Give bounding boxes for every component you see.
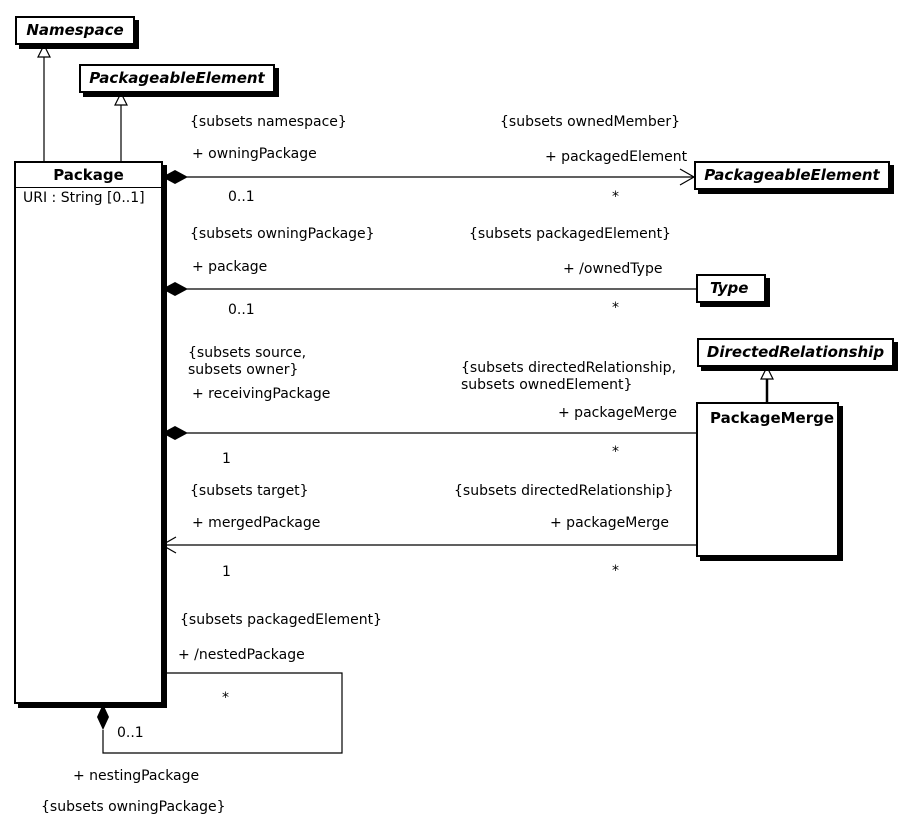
multiplicity-package: 0..1 <box>228 302 255 318</box>
constraint-subsets-target: {subsets target} <box>190 483 309 499</box>
constraint-subsets-owner: subsets owner} <box>188 362 299 378</box>
role-nested-package: + /nestedPackage <box>178 647 305 663</box>
class-package-name: Package <box>53 166 124 184</box>
class-type-name: Type <box>710 279 749 297</box>
constraint-subsets-directed-relationship-2: {subsets directedRelationship} <box>454 483 674 499</box>
generalization-arrowhead-packageable-element <box>114 91 128 106</box>
constraint-subsets-packaged-element-nested: {subsets packagedElement} <box>180 612 382 628</box>
composition-diamond-receiving-package <box>162 426 188 440</box>
constraint-subsets-owned-member: {subsets ownedMember} <box>500 114 680 130</box>
constraint-subsets-namespace: {subsets namespace} <box>190 114 347 130</box>
multiplicity-nesting-package: 0..1 <box>117 725 144 741</box>
constraint-subsets-owning-package-nesting: {subsets owningPackage} <box>41 799 226 815</box>
class-packageable-element-right-name: PackageableElement <box>704 166 880 184</box>
role-owned-type: + /ownedType <box>563 261 663 277</box>
multiplicity-packaged-element: * <box>612 189 619 205</box>
role-nesting-package: + nestingPackage <box>73 768 200 784</box>
role-packaged-element: + packagedElement <box>545 149 688 165</box>
multiplicity-owned-type: * <box>612 300 619 316</box>
composition-diamond-package <box>162 282 188 296</box>
constraint-subsets-owned-element: subsets ownedElement} <box>461 377 633 393</box>
class-package-attribute-uri: URI : String [0..1] <box>23 190 145 206</box>
role-package-merge-target: + packageMerge <box>550 515 669 531</box>
class-packageable-element-top-name: PackageableElement <box>89 69 265 87</box>
role-merged-package: + mergedPackage <box>192 515 321 531</box>
role-receiving-package: + receivingPackage <box>192 386 331 402</box>
class-directed-relationship: DirectedRelationship <box>697 338 894 367</box>
role-package: + package <box>192 259 268 275</box>
composition-diamond-owning-package <box>162 170 188 184</box>
constraint-subsets-directed-relationship: {subsets directedRelationship, <box>461 360 677 376</box>
class-package: Package URI : String [0..1] <box>14 161 163 704</box>
multiplicity-receiving-package: 1 <box>222 451 231 467</box>
class-namespace: Namespace <box>15 16 135 45</box>
composition-diamond-nesting-package <box>97 704 109 730</box>
constraint-subsets-source: {subsets source, <box>188 345 307 361</box>
assoc-line-nested-package <box>102 672 343 754</box>
class-package-merge: PackageMerge <box>696 402 839 557</box>
class-packageable-element-top: PackageableElement <box>79 64 275 93</box>
multiplicity-merged-package: 1 <box>222 564 231 580</box>
role-package-merge-owned: + packageMerge <box>558 405 677 421</box>
class-directed-relationship-name: DirectedRelationship <box>706 343 885 361</box>
multiplicity-owning-package: 0..1 <box>228 189 255 205</box>
class-type: Type <box>696 274 766 303</box>
constraint-subsets-owning-package: {subsets owningPackage} <box>190 226 375 242</box>
multiplicity-package-merge-owned: * <box>612 444 619 460</box>
class-namespace-name: Namespace <box>26 21 124 39</box>
class-package-merge-name: PackageMerge <box>710 409 835 427</box>
role-owning-package: + owningPackage <box>192 146 317 162</box>
generalization-arrowhead-directed-relationship <box>760 365 774 380</box>
generalization-arrowhead-namespace <box>37 43 51 58</box>
class-package-separator <box>16 187 161 188</box>
class-packageable-element-right: PackageableElement <box>694 161 890 190</box>
multiplicity-nested-package: * <box>222 690 229 706</box>
multiplicity-package-merge-target: * <box>612 563 619 579</box>
constraint-subsets-packaged-element: {subsets packagedElement} <box>469 226 671 242</box>
